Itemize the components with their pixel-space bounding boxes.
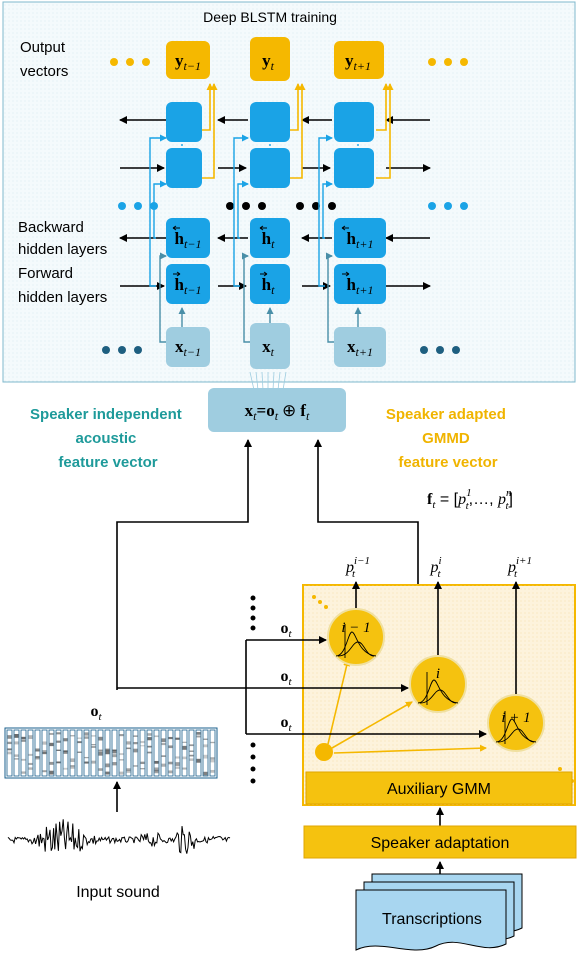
forward-node-label: ht+1 — [347, 275, 374, 297]
speaker-independent-label: Speaker independent acoustic feature vec… — [30, 406, 186, 471]
svg-text:ot: ot — [280, 714, 292, 734]
waveform — [7, 819, 231, 854]
input-node-label: xt+1 — [347, 337, 373, 359]
svg-text:ot: ot — [280, 668, 292, 688]
svg-text:i: i — [436, 666, 440, 682]
gaussian-i-minus-1: i − 1 — [327, 608, 385, 666]
vertical-ellipsis — [250, 595, 256, 784]
hidden-node-top — [250, 102, 290, 142]
output-node-label: yt — [262, 51, 275, 73]
svg-text:i + 1: i + 1 — [501, 710, 530, 726]
auxiliary-gmm-label: Auxiliary GMM — [387, 781, 491, 798]
svg-text:ot: ot — [280, 620, 292, 640]
panel-title: Deep BLSTM training — [203, 9, 337, 25]
hidden-node-upper — [334, 148, 374, 188]
hidden-node-upper — [166, 148, 202, 188]
input-node — [166, 327, 210, 367]
output-node — [334, 41, 384, 79]
gmm-internal — [312, 595, 574, 783]
column-t-plus-1: yt+1 ht+1 ht+1 xt+1 — [334, 41, 386, 367]
input-sound-label: Input sound — [76, 884, 160, 901]
speaker-adapted-label: Speaker adapted GMMD feature vector — [386, 406, 510, 471]
backward-node-label: ht+1 — [347, 229, 374, 251]
concat-formula: xt=ot⊕ft — [245, 401, 310, 423]
forward-hidden-label: Forward hidden layers — [18, 265, 107, 306]
transcriptions-stack: Transcriptions — [355, 873, 523, 951]
forward-node-label: ht−1 — [175, 275, 202, 297]
concat-box — [208, 388, 346, 432]
output-connections — [200, 83, 394, 179]
recurrent-arrows — [119, 116, 431, 290]
feature-arrows — [116, 439, 419, 690]
gaussian-components: i − 1 i i + 1 — [327, 608, 545, 752]
column-t: yt ht ht xt — [250, 37, 290, 369]
speaker-adaptation-label: Speaker adaptation — [371, 835, 510, 852]
column-t-minus-1: yt−1 ht−1 ht−1 xt−1 — [166, 41, 210, 367]
input-connections — [159, 252, 362, 343]
backward-node-label: ht — [262, 229, 275, 251]
gmm-source-node — [315, 743, 333, 761]
fan-lines — [249, 371, 287, 391]
auxiliary-gmm-box — [305, 771, 573, 805]
output-node-label: yt−1 — [175, 51, 201, 73]
backward-hidden-label: Backward hidden layers — [18, 219, 107, 258]
blstm-columns: yt−1 ht−1 ht−1 xt−1 yt ht ht xt — [166, 37, 386, 369]
backward-node-label: ht−1 — [175, 229, 202, 251]
gaussian-i-plus-1: i + 1 — [487, 694, 545, 752]
hidden-node-top — [166, 102, 202, 142]
ellipsis-dots — [102, 58, 468, 354]
ot-input-arrows — [117, 636, 487, 738]
svg-text:i − 1: i − 1 — [341, 620, 370, 636]
prob-arrows — [352, 581, 520, 698]
output-node — [250, 37, 290, 81]
input-node — [250, 323, 290, 369]
input-node — [334, 327, 386, 367]
spectrogram — [4, 727, 218, 779]
input-node-label: xt−1 — [175, 337, 201, 359]
layer-connections — [149, 134, 359, 287]
output-node — [166, 41, 210, 79]
transcriptions-label: Transcriptions — [382, 911, 482, 928]
output-node-label: yt+1 — [345, 51, 371, 73]
ot-labels: ot ot ot ot — [90, 620, 292, 734]
input-node-label: xt — [262, 337, 275, 359]
forward-node-label: ht — [262, 275, 275, 297]
gaussian-i: i — [409, 655, 467, 713]
output-vectors-label: Output vectors — [20, 39, 69, 80]
hidden-node-upper — [250, 148, 290, 188]
svg-text:ot: ot — [90, 703, 102, 723]
hidden-node-top — [334, 102, 374, 142]
speaker-adaptation-box — [303, 825, 577, 859]
